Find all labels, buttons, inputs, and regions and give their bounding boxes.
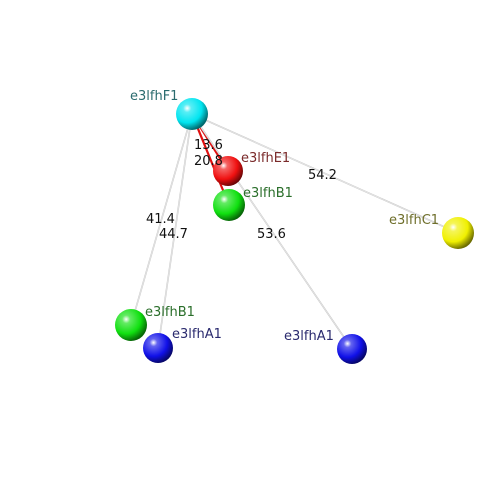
- node-A1a-sphere: [143, 333, 173, 363]
- node-label-F1: e3lfhF1: [130, 89, 178, 104]
- node-label-B1a: e3lfhB1: [243, 186, 293, 201]
- edge-labels-layer: 13.620.8 54.2 41.444.7 53.6: [146, 138, 337, 242]
- edge-highlight-F1-B1b: [130, 113, 193, 326]
- edge-label-F1-A1b: 53.6: [257, 227, 286, 242]
- edge-highlight-F1-A1a: [157, 113, 193, 349]
- node-B1b-sphere: [115, 309, 147, 341]
- node-label-C1: e3lfhC1: [389, 213, 439, 228]
- node-E1-sphere: [213, 156, 243, 186]
- edge-label-F1-B1b: 41.4: [146, 212, 175, 227]
- node-B1a-sphere: [213, 189, 245, 221]
- edges-layer: [130, 112, 459, 350]
- edge-highlight-F1-C1: [191, 113, 459, 234]
- node-label-A1a: e3lfhA1: [172, 327, 222, 342]
- node-C1-sphere: [442, 217, 474, 249]
- edge-label-F1-A1a: 44.7: [159, 227, 188, 242]
- node-F1-sphere: [176, 98, 208, 130]
- node-label-B1b: e3lfhB1: [145, 305, 195, 320]
- node-label-A1b: e3lfhA1: [284, 329, 334, 344]
- edge-label-F1-C1: 54.2: [308, 168, 337, 183]
- edge-F1-B1a: [190, 112, 231, 207]
- node-labels-layer: e3lfhF1 e3lfhE1 e3lfhB1 e3lfhC1 e3lfhB1 e3lfh…: [130, 89, 439, 344]
- node-A1b-sphere: [337, 334, 367, 364]
- nodes-layer: [115, 98, 474, 364]
- edge-label-F1-B1a: 20.8: [194, 154, 223, 169]
- node-label-E1: e3lfhE1: [241, 151, 290, 166]
- edge-highlight-F1-A1b: [191, 113, 353, 350]
- edge-label-F1-E1: 13.6: [194, 138, 223, 153]
